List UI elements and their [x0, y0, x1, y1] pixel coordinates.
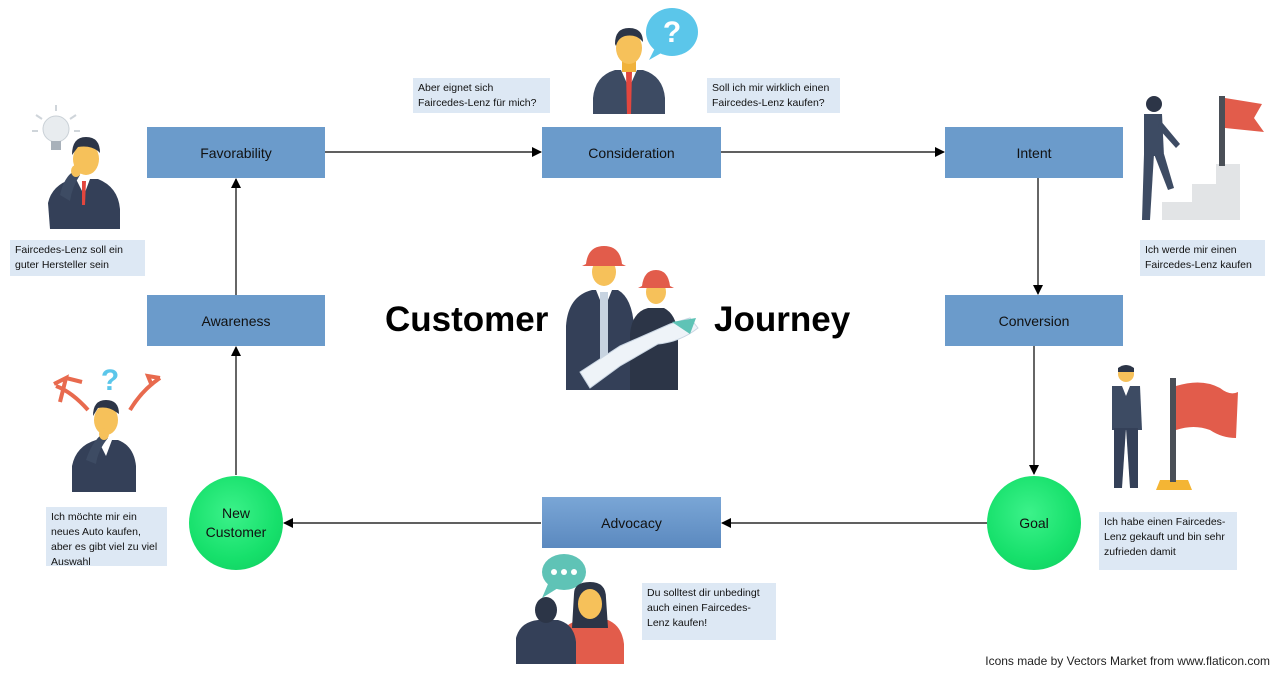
- businessman-question-icon: ?: [593, 8, 698, 114]
- icon-credit: Icons made by Vectors Market from www.fl…: [985, 654, 1270, 668]
- note-consideration-right: Soll ich mir wirklich einen Faircedes-Le…: [707, 78, 840, 113]
- note-consideration-left: Aber eignet sich Faircedes-Lenz für mich…: [413, 78, 550, 113]
- businessman-idea-icon: [32, 105, 120, 229]
- people-talking-icon: [516, 554, 624, 664]
- stage-awareness: Awareness: [147, 295, 325, 346]
- note-intent: Ich werde mir einen Faircedes-Lenz kaufe…: [1140, 240, 1265, 276]
- stage-intent: Intent: [945, 127, 1123, 178]
- engineers-blueprint-icon: [566, 246, 699, 390]
- stage-consideration: Consideration: [542, 127, 721, 178]
- stage-favorability: Favorability: [147, 127, 325, 178]
- stage-new-customer-label: New Customer: [205, 505, 267, 540]
- note-new-customer: Ich möchte mir ein neues Auto kaufen, ab…: [46, 507, 167, 568]
- svg-text:?: ?: [663, 16, 681, 49]
- title-journey: Journey: [714, 300, 851, 339]
- stage-new-customer: New Customer: [189, 476, 283, 570]
- businessman-confused-icon: ?: [53, 364, 162, 492]
- note-advocacy: Du solltest dir unbedingt auch einen Fai…: [642, 583, 776, 640]
- businessman-flag-icon: [1112, 365, 1238, 490]
- note-goal: Ich habe einen Faircedes-Lenz gekauft un…: [1099, 512, 1237, 570]
- title-customer: Customer: [385, 300, 549, 339]
- stage-goal: Goal: [987, 476, 1081, 570]
- businessman-climbing-stairs-icon: [1142, 96, 1264, 220]
- stage-advocacy: Advocacy: [542, 497, 721, 548]
- svg-text:?: ?: [101, 364, 119, 397]
- note-favorability: Faircedes-Lenz soll ein guter Hersteller…: [10, 240, 145, 276]
- stage-conversion: Conversion: [945, 295, 1123, 346]
